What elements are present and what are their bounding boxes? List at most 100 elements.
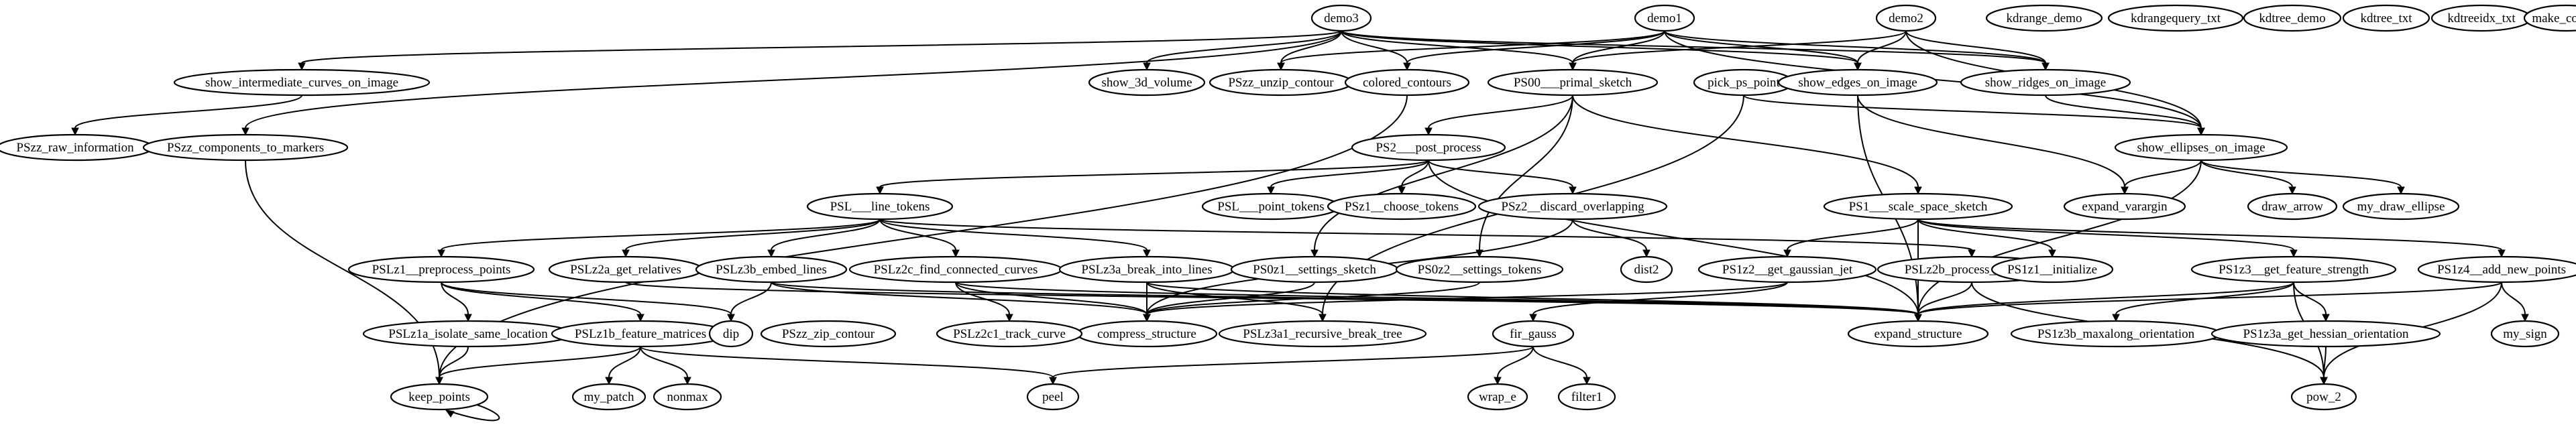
edge-line	[1857, 95, 2125, 188]
node-show_3d_volume[interactable]: show_3d_volume	[1088, 68, 1206, 97]
node-my_sign[interactable]: my_sign	[2490, 320, 2560, 348]
node-PSL_line_tokens[interactable]: PSL___line_tokens	[806, 192, 954, 221]
node-pick_ps_point[interactable]: pick_ps_point	[1693, 68, 1795, 97]
edge-arrowhead	[435, 377, 443, 385]
node-PSL_point_tokens[interactable]: PSL___point_tokens	[1201, 192, 1341, 221]
node-label: PSzz_components_to_markers	[167, 141, 324, 155]
node-ellipse	[1991, 255, 2114, 284]
node-PSLz3a1_recursive_break_tree[interactable]: PSLz3a1_recursive_break_tree	[1218, 320, 1427, 348]
node-kdtree_demo[interactable]: kdtree_demo	[2243, 4, 2342, 32]
node-label: PS1z3a_get_hessian_orientation	[2243, 327, 2409, 341]
edge-PS00_primal_sketch-to-PS1_scale_space_sketch	[1572, 95, 1922, 195]
node-PS1z4_add_new_points[interactable]: PS1z4__add_new_points	[2417, 255, 2576, 284]
node-PS0z1_settings_sketch[interactable]: PS0z1__settings_sketch	[1230, 255, 1399, 284]
node-ellipse	[1697, 255, 1877, 284]
node-PS1_scale_space_sketch[interactable]: PS1___scale_space_sketch	[1823, 192, 2013, 221]
node-PS2_post_process[interactable]: PS2___post_process	[1351, 133, 1506, 162]
node-kdtreeidx_txt[interactable]: kdtreeidx_txt	[2430, 4, 2532, 32]
node-colored_contours[interactable]: colored_contours	[1344, 68, 1470, 97]
edge-arrowhead	[636, 314, 645, 322]
edge-show_ellipses_on_image-to-draw_arrow	[2200, 160, 2296, 195]
node-label: PSL___point_tokens	[1217, 200, 1324, 214]
edge-arrowhead	[1143, 314, 1151, 322]
edge-line	[1146, 30, 1342, 64]
node-label: PS1z3b_maxalong_orientation	[2037, 327, 2195, 341]
node-label: PSLz1b_feature_matrices	[575, 327, 706, 341]
edge-arrowhead	[1529, 314, 1537, 322]
node-PSz1_choose_tokens[interactable]: PSz1__choose_tokens	[1327, 192, 1477, 221]
node-filter1[interactable]: filter1	[1557, 383, 1616, 411]
node-keep_points[interactable]: keep_points	[390, 383, 489, 411]
node-PS00_primal_sketch[interactable]: PS00___primal_sketch	[1487, 68, 1659, 97]
edge-PS2_post_process-to-PSL_point_tokens	[1267, 160, 1429, 195]
edge-PS1z4_add_new_points-to-expand_structure	[1914, 281, 2502, 322]
node-PS1z3_get_feature_strength[interactable]: PS1z3__get_feature_strength	[2190, 255, 2397, 284]
node-ellipse	[1351, 133, 1506, 162]
node-PSLz1a_isolate_same_location[interactable]: PSLz1a_isolate_same_location	[362, 320, 574, 348]
edge-line	[879, 218, 956, 251]
node-ellipse	[1327, 192, 1477, 221]
node-show_edges_on_image[interactable]: show_edges_on_image	[1777, 68, 1938, 97]
node-ellipse	[347, 255, 535, 284]
node-show_intermediate_curves_on_image[interactable]: show_intermediate_curves_on_image	[173, 68, 431, 97]
node-kdrange_demo[interactable]: kdrange_demo	[1985, 4, 2103, 32]
node-PSzz_unzip_contour[interactable]: PSzz_unzip_contour	[1209, 68, 1353, 97]
node-PS0z2_settings_tokens[interactable]: PS0z2__settings_tokens	[1395, 255, 1564, 284]
node-nonmax[interactable]: nonmax	[653, 383, 722, 411]
node-PSz2_discard_overlapping[interactable]: PSz2__discard_overlapping	[1477, 192, 1668, 221]
node-kdtree_txt[interactable]: kdtree_txt	[2342, 4, 2430, 32]
edge-line	[1917, 218, 2294, 251]
node-dist2[interactable]: dist2	[1620, 255, 1673, 284]
node-demo1[interactable]: demo1	[1634, 4, 1695, 32]
node-PS1z3b_maxalong_orientation[interactable]: PS1z3b_maxalong_orientation	[2010, 320, 2222, 348]
edge-arrowhead	[605, 377, 613, 385]
edge-arrowhead	[2288, 186, 2296, 195]
node-demo2[interactable]: demo2	[1875, 4, 1937, 32]
node-fir_gauss[interactable]: fir_gauss	[1492, 320, 1575, 348]
node-PSLz2c_find_connected_curves[interactable]: PSLz2c_find_connected_curves	[848, 255, 1063, 284]
node-PS1z1_initialize[interactable]: PS1z1__initialize	[1991, 255, 2114, 284]
node-make_coords[interactable]: make_coords	[2523, 4, 2576, 32]
node-draw_arrow[interactable]: draw_arrow	[2247, 192, 2338, 221]
edge-arrowhead	[622, 249, 630, 258]
node-PSzz_zip_contour[interactable]: PSzz_zip_contour	[760, 320, 897, 348]
edge-line	[441, 281, 469, 315]
node-show_ellipses_on_image[interactable]: show_ellipses_on_image	[2114, 133, 2288, 162]
node-PSLz2c1_track_curve[interactable]: PSLz2c1_track_curve	[936, 320, 1083, 348]
node-my_draw_ellipse[interactable]: my_draw_ellipse	[2342, 192, 2460, 221]
node-PSzz_raw_information[interactable]: PSzz_raw_information	[0, 133, 154, 162]
edge-line	[955, 281, 1010, 315]
node-PSLz3a_break_into_lines[interactable]: PSLz3a_break_into_lines	[1058, 255, 1235, 284]
node-peel[interactable]: peel	[1026, 383, 1080, 411]
node-demo3[interactable]: demo3	[1310, 4, 1372, 32]
node-label: show_intermediate_curves_on_image	[205, 76, 398, 90]
edge-line	[1787, 218, 1919, 251]
node-PSLz1b_feature_matrices[interactable]: PSLz1b_feature_matrices	[551, 320, 730, 348]
node-show_ridges_on_image[interactable]: show_ridges_on_image	[1960, 68, 2131, 97]
edge-demo3-to-PSzz_components_to_markers	[241, 30, 1342, 136]
node-PSLz2a_get_relatives[interactable]: PSLz2a_get_relatives	[548, 255, 704, 284]
node-PS1z3a_get_hessian_orientation[interactable]: PS1z3a_get_hessian_orientation	[2210, 320, 2441, 348]
edge-PSLz1b_feature_matrices-to-keep_points	[435, 346, 641, 385]
node-dip[interactable]: dip	[708, 320, 754, 348]
edge-line	[1917, 281, 1972, 315]
node-ellipse	[2114, 133, 2288, 162]
node-PSLz1_preprocess_points[interactable]: PSLz1__preprocess_points	[347, 255, 535, 284]
node-expand_varargin[interactable]: expand_varargin	[2063, 192, 2186, 221]
node-expand_structure[interactable]: expand_structure	[1847, 320, 1989, 348]
edge-show_ellipses_on_image-to-my_draw_ellipse	[2200, 160, 2405, 195]
node-compress_structure[interactable]: compress_structure	[1076, 320, 1218, 348]
edge-demo2-to-PS00_primal_sketch	[1569, 30, 1907, 71]
node-PSzz_components_to_markers[interactable]: PSzz_components_to_markers	[142, 133, 349, 162]
node-PS1z2_get_gaussian_jet[interactable]: PS1z2__get_gaussian_jet	[1697, 255, 1877, 284]
edge-line	[1341, 30, 2046, 64]
node-ellipse	[1492, 320, 1575, 348]
edge-line	[2124, 160, 2202, 188]
edge-fir_gauss-to-wrap_e	[1494, 346, 1534, 385]
node-kdrangequery_txt[interactable]: kdrangequery_txt	[2107, 4, 2244, 32]
node-pow_2[interactable]: pow_2	[2290, 383, 2357, 411]
node-PSLz3b_embed_lines[interactable]: PSLz3b_embed_lines	[695, 255, 848, 284]
node-wrap_e[interactable]: wrap_e	[1467, 383, 1528, 411]
node-my_patch[interactable]: my_patch	[571, 383, 647, 411]
edge-arrowhead	[1049, 377, 1057, 385]
